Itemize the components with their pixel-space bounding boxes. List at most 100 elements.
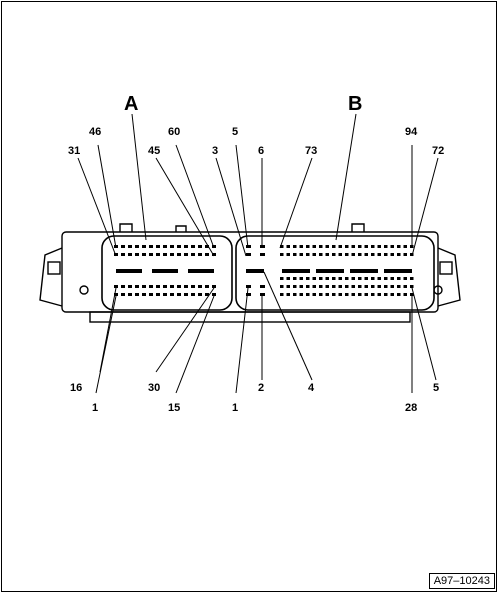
connector-pin xyxy=(128,253,132,256)
connector-pin xyxy=(128,245,132,248)
pin-label-5-top: 5 xyxy=(232,126,238,138)
connector-pin xyxy=(312,293,316,296)
connector-pin xyxy=(286,293,290,296)
connector-pin xyxy=(403,293,407,296)
connector-pin xyxy=(260,293,265,296)
connector-pin xyxy=(135,245,139,248)
connector-pin xyxy=(325,277,329,280)
pin-label-28: 28 xyxy=(405,402,417,414)
connector-pin xyxy=(312,253,316,256)
connector-pin xyxy=(358,245,362,248)
connector-pin xyxy=(260,253,265,256)
connector-pin xyxy=(121,245,125,248)
connector-pin xyxy=(280,245,284,248)
connector-pin xyxy=(358,285,362,288)
connector-pin xyxy=(260,285,265,288)
connector-pin xyxy=(325,293,329,296)
pin-label-1-b: 1 xyxy=(232,402,238,414)
connector-pin xyxy=(384,253,388,256)
connector-pin xyxy=(312,285,316,288)
connector-pin xyxy=(371,293,375,296)
connector-pin xyxy=(403,285,407,288)
connector-pin xyxy=(403,277,407,280)
pin-label-31: 31 xyxy=(68,145,80,157)
connector-pin xyxy=(286,277,290,280)
connector-pin xyxy=(156,285,160,288)
connector-pin xyxy=(325,285,329,288)
connector-pin xyxy=(198,293,202,296)
connector-pin xyxy=(338,293,342,296)
connector-pin xyxy=(325,253,329,256)
connector-pin xyxy=(338,253,342,256)
connector-pin xyxy=(312,245,316,248)
connector-pin xyxy=(397,285,401,288)
connector-slot xyxy=(282,269,310,273)
connector-pin xyxy=(156,253,160,256)
pin-label-60: 60 xyxy=(168,126,180,138)
connector-pin xyxy=(299,285,303,288)
connector-pin xyxy=(135,253,139,256)
connector-pin xyxy=(286,253,290,256)
connector-pin xyxy=(371,277,375,280)
connector-slot xyxy=(188,269,214,273)
connector-pin xyxy=(345,245,349,248)
connector-pin xyxy=(390,253,394,256)
connector-pin xyxy=(358,277,362,280)
connector-pin xyxy=(142,285,146,288)
connector-pin xyxy=(377,245,381,248)
connector-pin xyxy=(319,285,323,288)
connector-pin xyxy=(149,253,153,256)
pin-label-72: 72 xyxy=(432,145,444,157)
connector-pin xyxy=(299,277,303,280)
connector-pin xyxy=(286,285,290,288)
connector-pin xyxy=(280,293,284,296)
connector-pin xyxy=(177,293,181,296)
connector-pin xyxy=(212,245,216,248)
connector-pin xyxy=(319,277,323,280)
connector-pin xyxy=(338,277,342,280)
connector-pin xyxy=(410,253,414,256)
connector-pin xyxy=(246,245,251,248)
connector-b-label: B xyxy=(348,93,362,115)
connector-pin xyxy=(114,285,118,288)
connector-pin xyxy=(384,277,388,280)
connector-slot xyxy=(246,269,264,273)
connector-pin xyxy=(351,285,355,288)
connector-pin xyxy=(410,285,414,288)
connector-pin xyxy=(286,245,290,248)
connector-pin xyxy=(163,245,167,248)
connector-slot xyxy=(350,269,378,273)
connector-pin xyxy=(114,293,118,296)
connector-pin xyxy=(345,253,349,256)
connector-pin xyxy=(156,245,160,248)
connector-pin xyxy=(364,253,368,256)
connector-pin xyxy=(351,277,355,280)
connector-pin xyxy=(191,253,195,256)
connector-pin xyxy=(121,253,125,256)
connector-pin xyxy=(246,285,251,288)
connector-pin xyxy=(332,285,336,288)
connector-a-label: A xyxy=(124,93,138,115)
connector-pin xyxy=(338,245,342,248)
connector-pin xyxy=(191,285,195,288)
connector-pin xyxy=(293,285,297,288)
connector-pin xyxy=(149,293,153,296)
connector-pin xyxy=(384,285,388,288)
connector-pin xyxy=(397,293,401,296)
connector-pin xyxy=(377,285,381,288)
connector-pin xyxy=(135,293,139,296)
connector-pin xyxy=(384,245,388,248)
figure-id-label: A97–10243 xyxy=(428,573,495,589)
connector-pin xyxy=(306,245,310,248)
connector-slot xyxy=(116,269,142,273)
connector-pin xyxy=(306,293,310,296)
pin-label-16: 16 xyxy=(70,382,82,394)
pin-label-1-a: 1 xyxy=(92,402,98,414)
connector-pin xyxy=(390,277,394,280)
connector-pin xyxy=(397,245,401,248)
connector-pin xyxy=(319,293,323,296)
connector-slot xyxy=(152,269,178,273)
connector-pin xyxy=(325,245,329,248)
connector-pin xyxy=(142,293,146,296)
